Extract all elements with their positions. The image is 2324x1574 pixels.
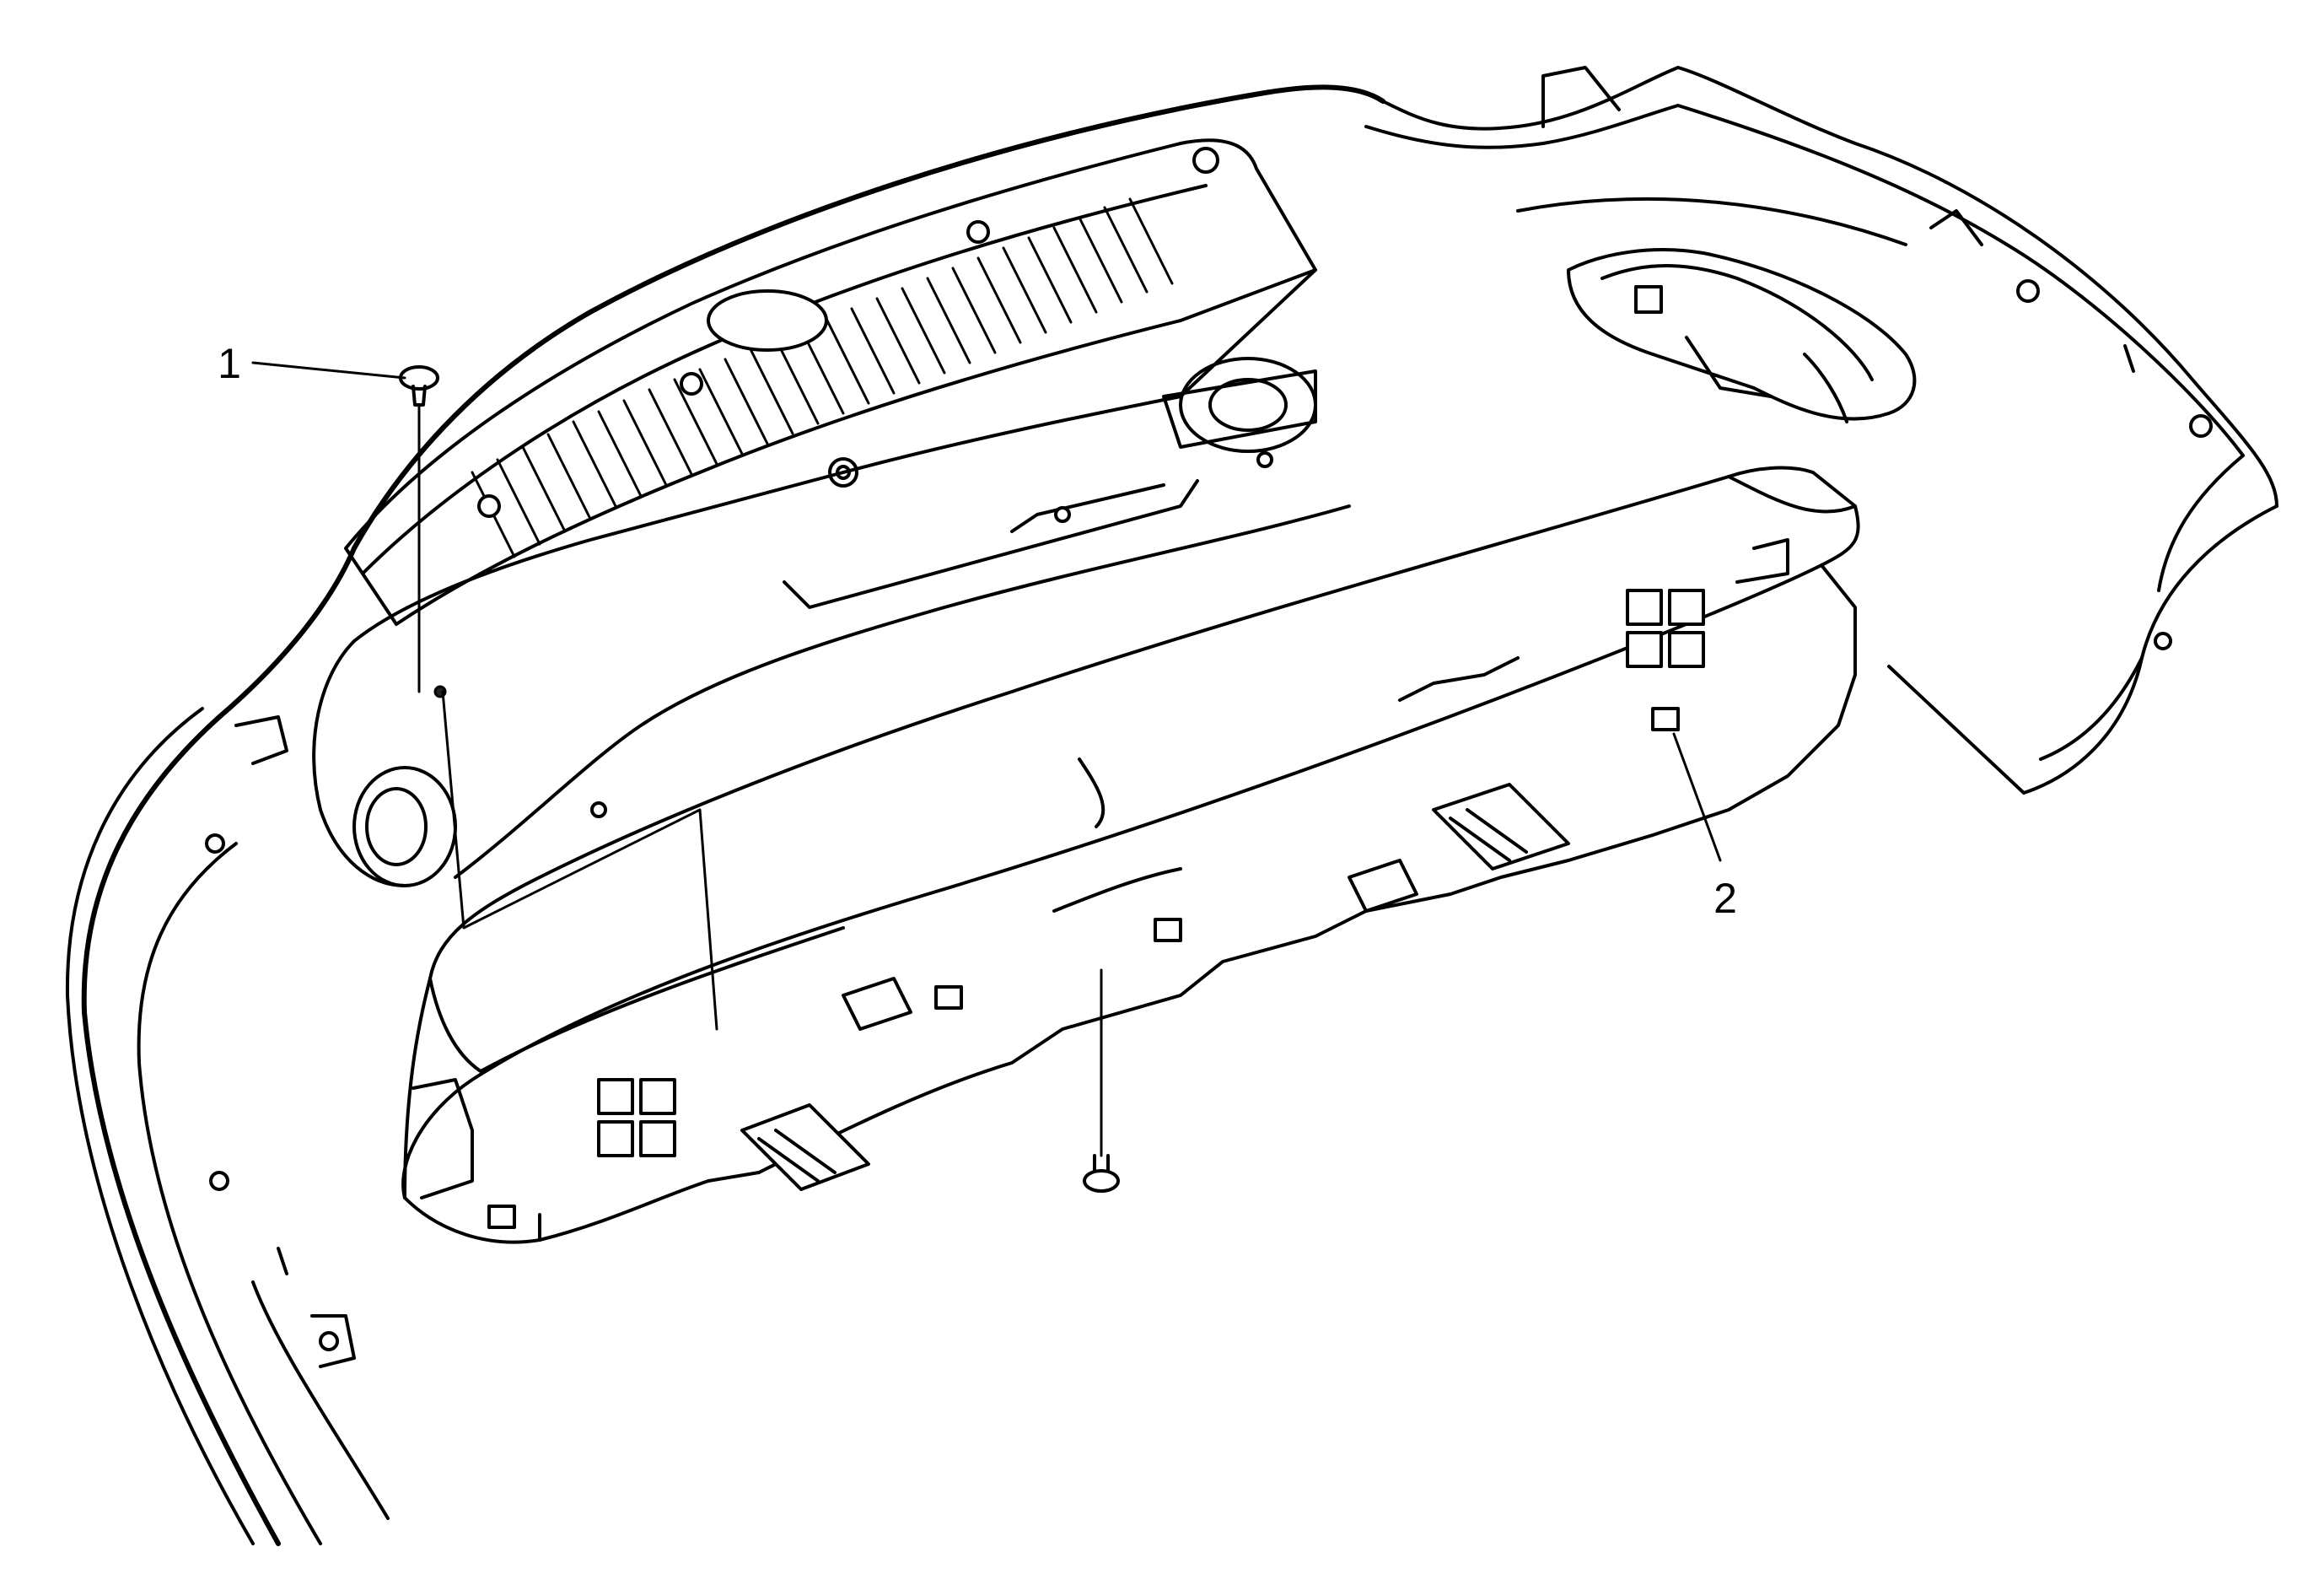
push-pin-fastener xyxy=(399,365,447,698)
callout-2: 2 xyxy=(1672,732,1737,922)
fog-lamp-right xyxy=(1567,248,1917,423)
alignment-lines xyxy=(441,690,718,1031)
bumper-fascia xyxy=(65,66,2278,1546)
lower-air-dam xyxy=(312,268,1351,887)
upper-grille xyxy=(344,138,1317,626)
bolt-fastener xyxy=(1083,968,1120,1193)
callout-2-label: 2 xyxy=(1713,875,1737,922)
energy-absorber xyxy=(401,466,1860,1244)
grille-slats xyxy=(471,197,1174,558)
callout-1: 1 xyxy=(218,340,406,387)
callout-1-label: 1 xyxy=(218,340,241,387)
